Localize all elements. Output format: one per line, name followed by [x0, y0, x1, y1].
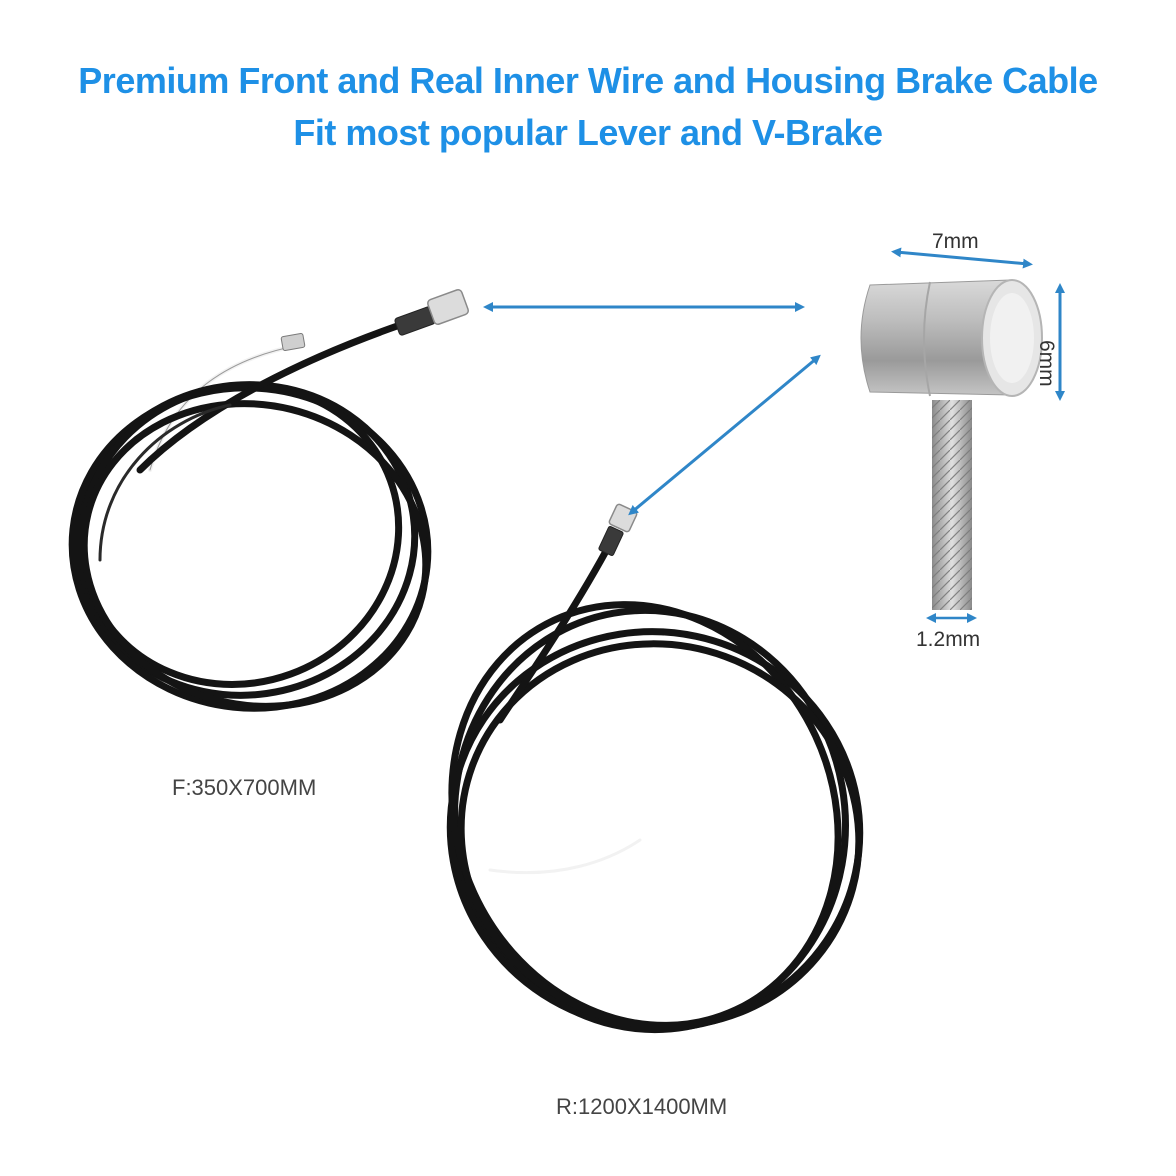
- title-line-1: Premium Front and Real Inner Wire and Ho…: [78, 60, 1098, 101]
- dim-height-label: 6mm: [1035, 340, 1058, 387]
- title-line-2: Fit most popular Lever and V-Brake: [293, 112, 883, 153]
- cable-end-head-icon: [860, 279, 1043, 610]
- rear-cable-icon: [446, 503, 864, 1034]
- dim-width-label: 7mm: [932, 230, 979, 253]
- arrow-rear-to-head: [628, 354, 821, 516]
- rear-cable-size-label: R:1200X1400MM: [556, 1094, 728, 1119]
- arrow-width-dim: [891, 247, 1033, 269]
- dim-wire-label: 1.2mm: [916, 628, 981, 651]
- front-cable-icon: [68, 289, 469, 712]
- front-cable-size-label: F:350X700MM: [172, 775, 317, 800]
- pointer-arrows: [483, 247, 1065, 623]
